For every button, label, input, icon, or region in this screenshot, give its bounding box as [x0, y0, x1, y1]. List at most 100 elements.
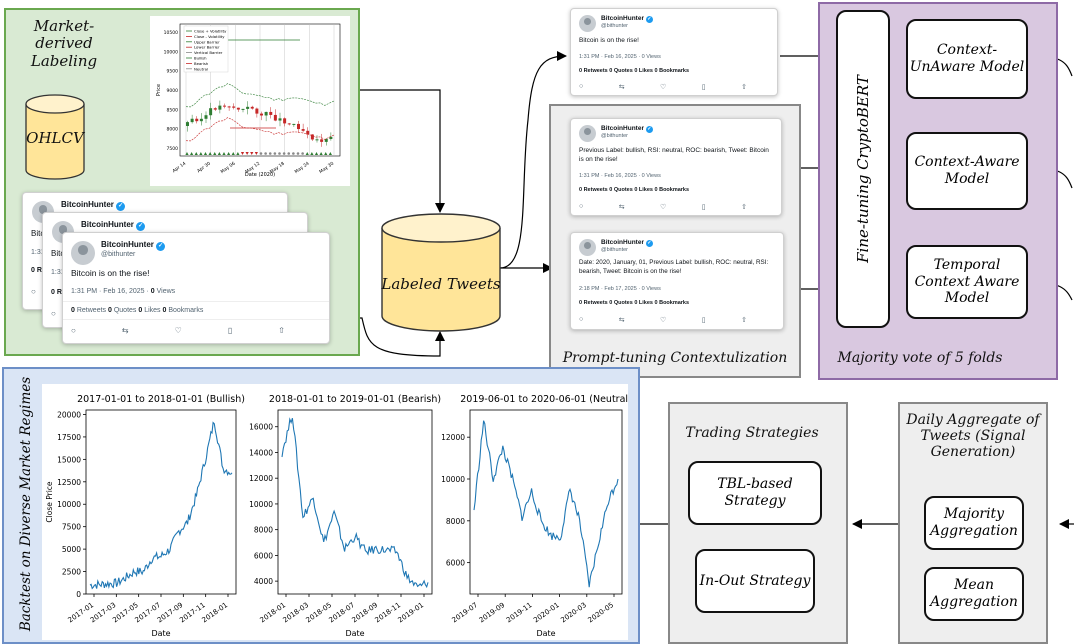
- tweet-stats: 0 Retweets 0 Quotes 0 Likes 0 Bookmarks: [579, 68, 690, 74]
- bullish-marker: [319, 152, 323, 155]
- bullish-marker: [217, 152, 221, 155]
- bullish-marker: [314, 152, 319, 155]
- like-icon[interactable]: ♡: [660, 317, 667, 324]
- price-series-line: [89, 421, 233, 590]
- price-series-line: [281, 417, 429, 589]
- x-tick-label: 2020-01: [532, 601, 561, 624]
- candle-body: [315, 139, 319, 141]
- backtest-charts: 2017-01-01 to 2018-01-01 (Bullish)025005…: [42, 384, 628, 640]
- tweet-text: Date: 2020, January, 01, Previous Label:…: [579, 259, 769, 275]
- candle-body: [250, 106, 254, 109]
- aggregate-title: Daily Aggregate of Tweets (Signal Genera…: [906, 412, 1040, 461]
- labeling-title: Market-derived Labeling: [30, 17, 98, 70]
- x-axis-label: Date: [151, 629, 170, 638]
- tweet-text: Bitcoin is on the rise!: [71, 268, 150, 278]
- bullish-marker: [199, 152, 203, 155]
- comment-icon[interactable]: ○: [579, 83, 584, 90]
- bullish-marker: [190, 152, 194, 155]
- bookmark-icon[interactable]: ▯: [701, 204, 706, 211]
- tweet-time: 1:31 PM · Feb 16, 2025 · 0 Views: [579, 54, 661, 60]
- neutral-marker: [273, 152, 277, 155]
- candle-body: [273, 114, 277, 121]
- bullish-marker: [231, 152, 235, 155]
- candle-body: [310, 134, 314, 140]
- candle-body: [255, 108, 259, 114]
- candle-y-tick-label: 10000: [164, 49, 178, 55]
- avatar: [579, 15, 596, 32]
- like-icon[interactable]: ♡: [660, 84, 667, 91]
- legend-entry: Upper Barrier: [194, 39, 220, 44]
- share-icon[interactable]: ⇧: [741, 204, 747, 211]
- neutral-marker: [301, 152, 304, 155]
- close-minus-volatility-line: [185, 117, 335, 142]
- x-tick-label: 2020-03: [559, 601, 588, 624]
- verified-icon: ✓: [156, 242, 166, 251]
- comment-icon[interactable]: ○: [71, 326, 76, 335]
- tweet-time-peek: 1:31: [51, 269, 65, 276]
- x-axis-label: Date: [345, 629, 364, 638]
- tweet-actions: ○ ⇆ ♡ ▯ ⇧: [71, 326, 285, 335]
- retweet-icon[interactable]: ⇆: [121, 326, 129, 335]
- bookmark-icon[interactable]: ▯: [227, 326, 233, 335]
- avatar: [579, 239, 596, 256]
- tweet-actions: ○ ⇆ ♡ ▯ ⇧: [579, 316, 747, 324]
- comment-icon[interactable]: ○: [31, 287, 36, 296]
- y-tick-label: 14000: [249, 448, 273, 457]
- candle-x-tick-label: Apr 14: [171, 161, 187, 175]
- finetune-vertical-label: Fine-tuning CryptoBERT: [854, 75, 872, 263]
- candle-body: [199, 118, 203, 122]
- tweet-time: 1:31 PM · Feb 16, 2025 · 0 Views: [71, 288, 176, 295]
- neutral-marker: [278, 152, 281, 155]
- x-tick-label: 2019-09: [478, 601, 507, 624]
- tweet-stats-peek: 0 R: [31, 267, 42, 274]
- like-icon[interactable]: ♡: [174, 326, 182, 335]
- tweet-stats: 0 Retweets 0 Quotes 0 Likes 0 Bookmarks: [579, 300, 690, 306]
- retweet-icon[interactable]: ⇆: [618, 204, 625, 211]
- tweet-text: Previous Label: bullish, RSI: neutral, R…: [579, 147, 769, 163]
- y-tick-label: 6000: [446, 559, 465, 568]
- verified-icon: ✓: [136, 222, 146, 231]
- candle-x-tick-label: Apr 30: [196, 161, 212, 175]
- arrow-labeled-to-top-tweet: [499, 51, 567, 269]
- prompt-tweet-card-2: BitcoinHunter ✓ @bithunter Date: 2020, J…: [570, 232, 784, 330]
- y-tick-label: 16000: [249, 423, 273, 432]
- legend-entry: Bullish: [194, 56, 207, 61]
- tweet-name: BitcoinHunter ✓: [601, 125, 653, 133]
- share-icon[interactable]: ⇧: [278, 326, 285, 335]
- candle-x-tick-label: May 24: [294, 161, 311, 175]
- candle-body: [283, 118, 287, 124]
- comment-icon[interactable]: ○: [579, 316, 584, 323]
- like-icon[interactable]: ♡: [660, 204, 667, 211]
- model-context-unaware: Context-UnAware Model: [906, 19, 1028, 99]
- y-tick-label: 10000: [249, 500, 273, 509]
- tweet-name: BitcoinHunter ✓: [61, 200, 126, 211]
- candle-y-tick-label: 9000: [167, 88, 179, 94]
- retweet-icon[interactable]: ⇆: [618, 84, 625, 91]
- y-tick-label: 12000: [441, 433, 465, 442]
- tbl-strategy-box: TBL-based Strategy: [688, 461, 822, 525]
- chart-title: 2017-01-01 to 2018-01-01 (Bullish): [77, 394, 245, 405]
- retweet-icon[interactable]: ⇆: [618, 317, 625, 324]
- candle-body: [260, 113, 263, 116]
- y-tick-label: 12500: [57, 478, 81, 487]
- bullish-marker: [328, 152, 332, 155]
- labeled-tweets-cylinder: [381, 213, 501, 332]
- price-series-line: [473, 420, 619, 588]
- bearish-marker: [240, 152, 245, 155]
- bookmark-icon[interactable]: ▯: [701, 84, 706, 91]
- y-tick-label: 17500: [57, 433, 81, 442]
- share-icon[interactable]: ⇧: [741, 317, 747, 324]
- tweet-stats: 0 Retweets 0 Quotes 0 Likes 0 Bookmarks: [71, 307, 204, 314]
- neutral-marker: [296, 152, 300, 155]
- tweet-handle: @bithunter: [601, 247, 628, 253]
- comment-icon[interactable]: ○: [579, 203, 584, 210]
- candle-body: [218, 105, 222, 110]
- legend-entry: Close - Volatility: [194, 34, 225, 39]
- ohlcv-cylinder: [25, 94, 85, 180]
- comment-icon[interactable]: ○: [51, 309, 56, 318]
- share-icon[interactable]: ⇧: [741, 84, 747, 91]
- bookmark-icon[interactable]: ▯: [701, 317, 706, 324]
- model-temporal-context-aware: Temporal Context Aware Model: [906, 245, 1028, 319]
- candle-y-tick-label: 8000: [167, 127, 179, 133]
- y-tick-label: 10000: [441, 475, 465, 484]
